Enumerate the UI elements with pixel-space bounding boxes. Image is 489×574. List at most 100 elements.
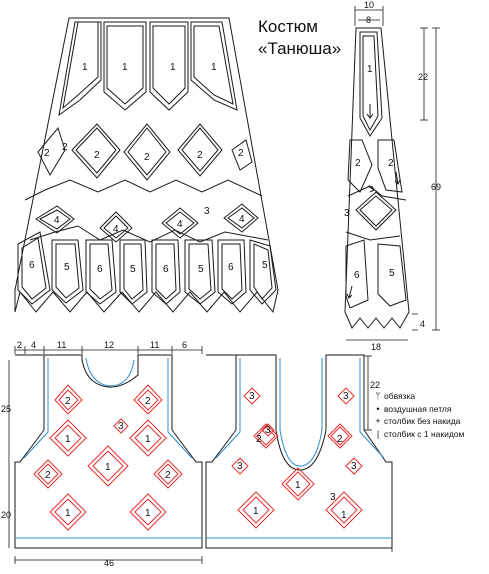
- front-label: 2: [65, 396, 71, 407]
- arrow-icon: [394, 171, 401, 185]
- skirt-labels: 1 1 1 1 2 2 2 2 2 2 3 4 4 4 4 6 5 6 5 6 …: [29, 62, 268, 275]
- back-labels: 3 3 2 3 2 3 3 1 3 1 1: [237, 391, 357, 521]
- skirt-label: 6: [163, 264, 169, 275]
- front-dim-labels: 2 4 11 12 11 6 25 20 46: [1, 340, 187, 568]
- motif-diamond: [327, 423, 353, 449]
- motif-diamond: [33, 459, 63, 489]
- legend-item: | столбик с 1 накидом: [372, 428, 465, 441]
- strip-dims: [346, 6, 440, 341]
- back-label: 3: [330, 492, 336, 503]
- skirt-outline: [14, 17, 279, 314]
- back-label: 1: [253, 506, 259, 517]
- dim-label: 20: [1, 510, 11, 520]
- motif-diamond: [49, 493, 87, 531]
- dim-label: 4: [31, 340, 36, 350]
- skirt-label: 2: [94, 150, 100, 161]
- skirt-label: 5: [130, 264, 136, 275]
- front-label: 1: [145, 508, 151, 519]
- back-trim: [215, 358, 385, 467]
- chain-stitch-symbol-icon: •: [376, 403, 380, 414]
- strip-panel: [344, 27, 410, 329]
- front-dims: [8, 346, 203, 564]
- motif-diamond: [325, 491, 363, 529]
- skirt-label: 6: [29, 260, 35, 271]
- dim-label: 46: [104, 558, 114, 568]
- motif-diamond: [243, 387, 261, 405]
- strip-label: 1: [367, 64, 373, 75]
- back-label: 3: [351, 461, 357, 472]
- dim-label: 2: [17, 340, 22, 350]
- legend-label: обвязка: [384, 391, 416, 401]
- dim-label: 22: [370, 380, 380, 390]
- front-label: 2: [165, 470, 171, 481]
- skirt-label: 6: [228, 262, 234, 273]
- arrow-icon: [346, 285, 353, 299]
- motif-diamond: [231, 457, 249, 475]
- legend-label: столбик без накида: [384, 416, 461, 426]
- skirt-label: 5: [64, 262, 70, 273]
- dim-label: 11: [150, 340, 159, 350]
- skirt-label: 4: [54, 215, 60, 226]
- back-label: 3: [265, 425, 271, 436]
- skirt-label: 5: [198, 264, 204, 275]
- skirt-label: 4: [239, 214, 245, 225]
- arrow-icon: [366, 104, 374, 119]
- strip-arrows: [346, 104, 401, 299]
- skirt-label: 2: [144, 152, 150, 163]
- strip-label: 2: [388, 158, 394, 169]
- strip-outline: [344, 27, 410, 329]
- strip-label: 5: [389, 268, 395, 279]
- legend-item: + столбик без накида: [372, 415, 464, 428]
- front-label: 2: [45, 470, 51, 481]
- dim-label: 6: [182, 340, 187, 350]
- dim-label: 18: [371, 342, 381, 352]
- skirt-label: 2: [197, 150, 203, 161]
- legend-label: столбик с 1 накидом: [384, 428, 465, 439]
- motif-diamond: [133, 384, 163, 415]
- dim-label: 25: [1, 404, 11, 414]
- dim-label: 4: [420, 319, 425, 329]
- motif-diamond: [87, 445, 129, 487]
- motif-diamond: [337, 387, 355, 405]
- back-label: 3: [249, 391, 255, 402]
- front-label: 1: [105, 462, 111, 473]
- front-label: 3: [118, 421, 124, 432]
- front-label: 2: [145, 396, 151, 407]
- front-label: 1: [145, 434, 151, 445]
- back-label: 3: [343, 391, 349, 402]
- skirt-label: 2: [44, 148, 50, 159]
- strip-label: 3: [344, 208, 350, 219]
- legend-item: ᛘ обвязка: [372, 390, 464, 403]
- skirt-label: 2: [62, 142, 68, 153]
- front-label: 1: [65, 434, 71, 445]
- motif-diamond: [261, 423, 275, 437]
- motif-diamond: [54, 384, 83, 415]
- skirt-label: 3: [204, 206, 210, 217]
- back-motifs: [231, 387, 363, 529]
- dim-label: 69: [431, 182, 441, 192]
- dim-label: 12: [104, 340, 114, 350]
- skirt-label: 1: [170, 62, 176, 73]
- back-dims: [364, 355, 393, 552]
- arrow-icon: [367, 185, 375, 193]
- motif-diamond: [49, 419, 87, 457]
- back-label: 1: [295, 480, 301, 491]
- dim-label: 8: [366, 15, 371, 25]
- strip-label: 6: [354, 270, 360, 281]
- dim-label: 10: [364, 0, 374, 10]
- motif-diamond: [253, 423, 279, 449]
- skirt-label: 5: [262, 260, 268, 271]
- double-crochet-symbol-icon: |: [376, 428, 380, 439]
- skirt-label: 6: [97, 264, 103, 275]
- back-label: 2: [337, 434, 343, 445]
- diagram-title: Костюм «Танюша»: [258, 16, 341, 60]
- back-dim-labels: 22: [370, 380, 380, 390]
- front-trim: [23, 357, 193, 459]
- back-label: 2: [256, 434, 262, 445]
- back-bodice: [205, 354, 393, 549]
- strip-dim-labels: 10 8 22 69 4 18: [364, 0, 441, 352]
- obvyazka-symbol-icon: ᛘ: [375, 391, 381, 401]
- front-label: 1: [65, 508, 71, 519]
